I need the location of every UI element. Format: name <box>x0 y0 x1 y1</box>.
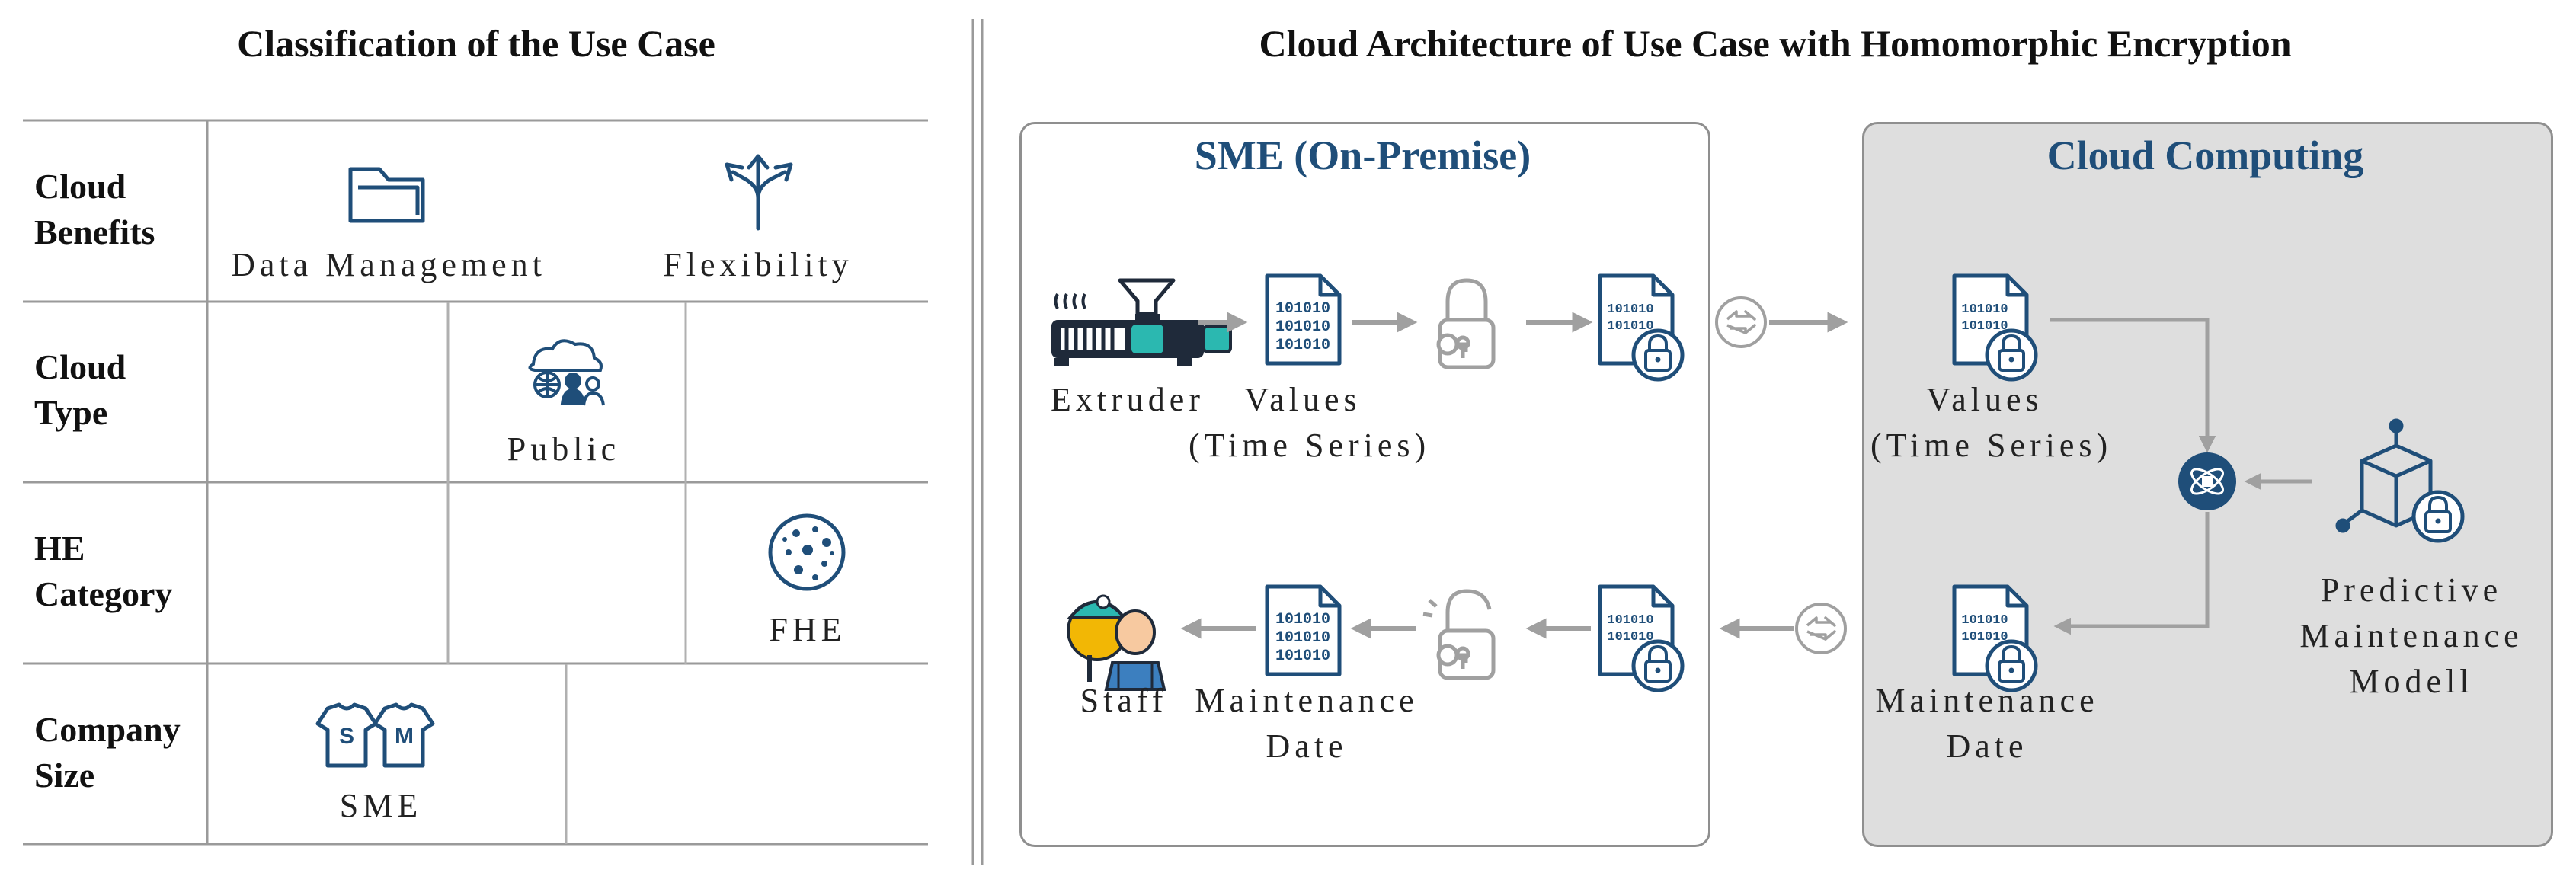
binary-line: 101010 <box>1275 648 1330 665</box>
sme-panel <box>1019 122 1710 847</box>
tshirt-sizes-icon <box>315 702 435 768</box>
sme-panel-title: SME (On-Premise) <box>1194 133 1531 178</box>
item-data-management: Data Management <box>231 246 546 283</box>
cloud-panel-title: Cloud Computing <box>2046 133 2364 178</box>
item-sme: SME <box>339 787 423 824</box>
compute-node-icon <box>2178 452 2236 510</box>
binary-line: 101010 <box>1961 319 2008 334</box>
binary-line: 101010 <box>1607 319 1653 334</box>
binary-line: 101010 <box>1961 613 2008 628</box>
exchange-icon <box>1715 296 1767 348</box>
left-title: Classification of the Use Case <box>237 22 715 65</box>
binary-line: 101010 <box>1275 629 1330 647</box>
unlock-key-icon <box>1422 589 1496 680</box>
folder-icon <box>348 167 425 223</box>
right-title: Cloud Architecture of Use Case with Homo… <box>1259 22 2292 65</box>
item-flexibility: Flexibility <box>663 246 853 283</box>
extruder-label: Extruder <box>1051 381 1205 418</box>
staff-worker-icon <box>1067 594 1166 691</box>
staff-label: Staff <box>1080 682 1168 719</box>
binary-line: 101010 <box>1961 302 2008 317</box>
lock-badge-icon <box>1634 331 1682 379</box>
item-public: Public <box>507 430 621 468</box>
binary-line: 101010 <box>1275 318 1330 336</box>
lock-badge-icon <box>1634 641 1682 690</box>
binary-line: 101010 <box>1961 630 2008 644</box>
public-cloud-people-icon <box>528 339 605 406</box>
branching-arrows-icon <box>725 154 793 231</box>
cloud-values-label: Values(Time Series) <box>1870 381 2113 464</box>
binary-line: 101010 <box>1607 613 1653 628</box>
exchange-icon <box>1795 603 1847 654</box>
item-fhe: FHE <box>769 611 846 648</box>
lock-badge-icon <box>2414 492 2462 541</box>
binary-line: 101010 <box>1275 611 1330 628</box>
lock-key-icon <box>1436 278 1496 369</box>
size-letter-m: M <box>395 724 414 749</box>
lock-badge-icon <box>1987 331 2036 379</box>
binary-line: 101010 <box>1275 337 1330 354</box>
fhe-dots-icon <box>768 513 846 591</box>
extruder-icon <box>1051 278 1232 366</box>
size-letter-s: S <box>338 724 354 749</box>
binary-line: 101010 <box>1275 300 1330 318</box>
values-label: Values(Time Series) <box>1189 381 1431 464</box>
binary-line: 101010 <box>1607 302 1653 317</box>
binary-line: 101010 <box>1607 630 1653 644</box>
